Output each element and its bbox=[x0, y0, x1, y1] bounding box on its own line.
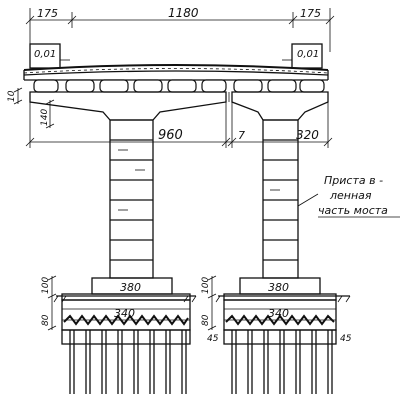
footing-height-right-label: 100 bbox=[201, 277, 211, 294]
slab-height-left-label: 80 bbox=[41, 314, 51, 326]
cap-span-dims: 960 7 320 bbox=[25, 100, 333, 148]
right-slope-label: 0,01 bbox=[297, 49, 319, 60]
cap-height-label: 10 bbox=[7, 90, 17, 102]
annotation-line3: часть моста bbox=[318, 204, 388, 217]
slab-height-right-label: 80 bbox=[201, 314, 211, 326]
footing-right: 380 340 bbox=[223, 277, 337, 331]
left-overhang-label: 175 bbox=[37, 7, 58, 20]
annotation-line1: Приста в - bbox=[324, 174, 383, 187]
footing-left: 380 340 bbox=[61, 277, 191, 331]
pile-edge-right-label: 45 bbox=[340, 334, 352, 344]
annotation-line2: ленная bbox=[329, 189, 372, 202]
annotation-added-part: Приста в - ленная часть моста bbox=[297, 174, 400, 218]
beam-segments bbox=[33, 79, 325, 93]
footing-top-right-label: 380 bbox=[268, 281, 289, 294]
cap-cantilever-label: 320 bbox=[296, 128, 319, 142]
span-total-label: 1180 bbox=[168, 6, 199, 20]
right-overhang-label: 175 bbox=[300, 7, 321, 20]
left-slope-label: 0,01 bbox=[34, 49, 56, 60]
pier-column-left bbox=[109, 119, 154, 279]
haunch-depth-label: 140 bbox=[40, 109, 50, 126]
footing-height-left-label: 100 bbox=[41, 277, 51, 294]
piles-right bbox=[231, 330, 333, 394]
top-dimension-chain: 175 1180 175 bbox=[25, 6, 335, 52]
footing-top-left-label: 380 bbox=[120, 281, 141, 294]
pier-column-right bbox=[262, 119, 299, 279]
footing-height-dims: 100 80 100 80 bbox=[41, 275, 217, 331]
piles-left bbox=[69, 330, 187, 394]
ground-line bbox=[53, 295, 351, 303]
deck bbox=[23, 64, 329, 81]
pier-caps bbox=[29, 91, 329, 121]
cap-span-label: 960 bbox=[158, 128, 183, 143]
footing-base-right-label: 340 bbox=[268, 307, 289, 320]
cap-gap-label: 7 bbox=[238, 129, 245, 142]
pile-edge-left-label: 45 bbox=[207, 334, 219, 344]
cap-height-dims: 10 140 bbox=[7, 87, 55, 129]
